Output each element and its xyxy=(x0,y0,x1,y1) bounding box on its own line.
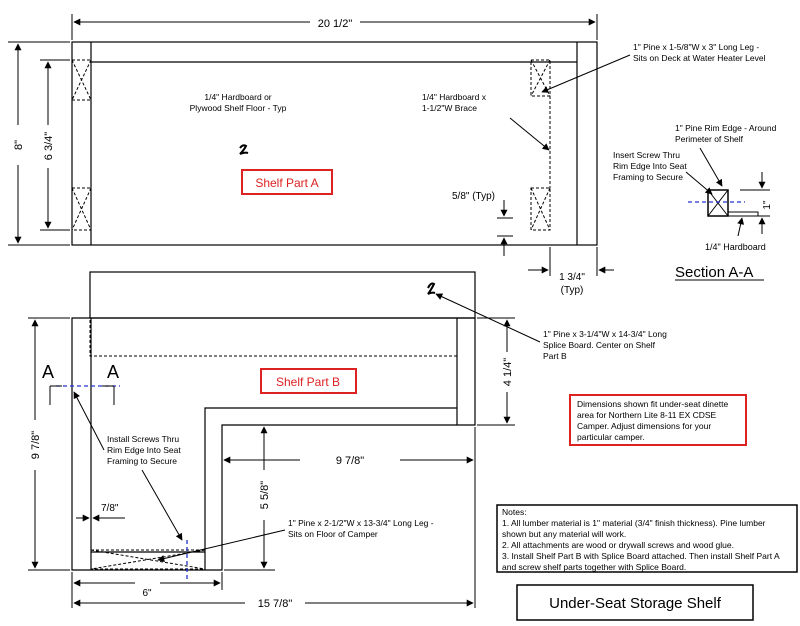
notes-text: Notes: 1. All lumber material is 1" mate… xyxy=(502,507,780,572)
svg-text:1" Pine x 1-5/8"W x 3" Long Le: 1" Pine x 1-5/8"W x 3" Long Leg - xyxy=(633,42,759,52)
section-marker: A A xyxy=(42,362,120,405)
part-b-screw-note: Install Screws Thru Rim Edge Into Seat F… xyxy=(107,434,181,466)
svg-text:Plywood Shelf Floor - Typ: Plywood Shelf Floor - Typ xyxy=(190,103,287,113)
svg-text:Sits on Floor of Camper: Sits on Floor of Camper xyxy=(288,529,378,539)
svg-text:particular camper.: particular camper. xyxy=(577,432,645,442)
leg-leader xyxy=(541,54,631,93)
screw-leader xyxy=(73,391,105,451)
part-a-rim-dim: 1 3/4" xyxy=(559,272,585,283)
part-b-upper-label: 4 1/4" xyxy=(502,358,514,386)
svg-text:Notes:: Notes: xyxy=(502,507,527,517)
svg-text:area for Northern Lite 8-11 EX: area for Northern Lite 8-11 EX CDSE xyxy=(577,410,717,420)
svg-text:1" Pine Rim Edge - Around: 1" Pine Rim Edge - Around xyxy=(675,123,777,133)
svg-text:and screw shelf parts together: and screw shelf parts together with Spli… xyxy=(502,562,686,572)
part-a-leg-note: 1" Pine x 1-5/8"W x 3" Long Leg - Sits o… xyxy=(633,42,766,63)
squiggle-mark xyxy=(239,144,249,155)
drawing-title: Under-Seat Storage Shelf xyxy=(549,595,722,612)
svg-text:Dimensions shown fit under-sea: Dimensions shown fit under-seat dinette xyxy=(577,399,728,409)
part-b-rim-label: 7/8" xyxy=(101,503,119,514)
part-a-width-label: 20 1/2" xyxy=(318,18,353,30)
part-b-outline xyxy=(71,317,476,571)
svg-text:1": 1" xyxy=(762,200,773,210)
svg-text:1" Pine x 3-1/4"W x 14-3/4" Lo: 1" Pine x 3-1/4"W x 14-3/4" Long xyxy=(543,329,667,339)
svg-text:shown but any material will wo: shown but any material will work. xyxy=(502,529,626,539)
info-box-text: Dimensions shown fit under-seat dinette … xyxy=(577,399,728,442)
svg-text:3. Install Shelf Part B with: 3. Install Shelf Part B with Splice Boar… xyxy=(502,551,780,561)
part-b-inner-width-label: 9 7/8" xyxy=(336,455,364,467)
squiggle-mark-b xyxy=(427,282,436,295)
svg-text:A: A xyxy=(42,362,54,382)
shelf-part-b xyxy=(71,271,476,571)
part-a-inner-height-label: 6 3/4" xyxy=(43,132,55,160)
svg-text:Perimeter of Shelf: Perimeter of Shelf xyxy=(675,134,744,144)
svg-text:1-1/2"W Brace: 1-1/2"W Brace xyxy=(422,103,477,113)
svg-text:1" Pine x 2-1/2"W x 13-3/4" Lo: 1" Pine x 2-1/2"W x 13-3/4" Long Leg - xyxy=(288,518,434,528)
part-a-brace-note: 1/4" Hardboard x 1-1/2"W Brace xyxy=(422,92,487,113)
svg-text:1. All lumber material is 1": 1. All lumber material is 1" material (3… xyxy=(502,518,766,528)
section-title: Section A-A xyxy=(675,264,753,281)
part-b-leg-width-label: 6" xyxy=(142,588,152,599)
part-a-legs xyxy=(71,59,551,231)
shelf-part-a xyxy=(71,41,598,246)
part-a-label-box xyxy=(241,169,333,195)
svg-text:Part B: Part B xyxy=(543,351,567,361)
part-a-typ-dim: 5/8" (Typ) xyxy=(452,191,495,202)
part-b-leg-height-label: 5 5/8" xyxy=(259,481,271,509)
splice-board xyxy=(89,271,476,319)
part-b-label-box xyxy=(260,368,357,394)
svg-text:Camper. Adjust dimensions for: Camper. Adjust dimensions for your xyxy=(577,421,711,431)
part-a-floor-note: 1/4" Hardboard or Plywood Shelf Floor - … xyxy=(190,92,287,113)
svg-text:Framing to Secure: Framing to Secure xyxy=(613,172,683,182)
part-a-dimensions xyxy=(8,14,614,276)
splice-note: 1" Pine x 3-1/4"W x 14-3/4" Long Splice … xyxy=(543,329,667,361)
svg-text:1/4" Hardboard or: 1/4" Hardboard or xyxy=(204,92,271,102)
section-hardboard-label: 1/4" Hardboard xyxy=(705,242,766,252)
part-b-overall-width-label: 15 7/8" xyxy=(258,598,293,610)
part-b-leg-note: 1" Pine x 2-1/2"W x 13-3/4" Long Leg - S… xyxy=(288,518,434,539)
brace-leader xyxy=(509,117,550,151)
svg-text:Rim Edge Into Seat: Rim Edge Into Seat xyxy=(107,445,181,455)
svg-text:A: A xyxy=(107,362,119,382)
section-a-a: 1" Pine Rim Edge - Around Perimeter of S… xyxy=(613,123,777,281)
part-b-dimensions xyxy=(28,317,515,608)
notes-box xyxy=(496,504,798,573)
part-a-label: Shelf Part A xyxy=(255,176,318,190)
svg-text:1/4" Hardboard x: 1/4" Hardboard x xyxy=(422,92,487,102)
svg-text:Splice Board. Center on Shelf: Splice Board. Center on Shelf xyxy=(543,340,656,350)
part-a-outline xyxy=(71,41,598,246)
part-b-label: Shelf Part B xyxy=(276,375,340,389)
svg-text:Insert Screw Thru: Insert Screw Thru xyxy=(613,150,680,160)
svg-text:Install Screws Thru: Install Screws Thru xyxy=(107,434,179,444)
info-box xyxy=(569,394,747,446)
svg-text:Rim Edge Into Seat: Rim Edge Into Seat xyxy=(613,161,687,171)
part-b-height-label: 9 7/8" xyxy=(30,431,42,459)
part-a-height-label: 8" xyxy=(13,140,25,150)
svg-text:Sits on Deck at Water Heater L: Sits on Deck at Water Heater Level xyxy=(633,53,766,63)
svg-text:2. All attachments are wood o: 2. All attachments are wood or drywall s… xyxy=(502,540,734,550)
title-box xyxy=(516,584,754,621)
part-a-rim-dim-typ: (Typ) xyxy=(561,285,584,296)
svg-text:Framing to Secure: Framing to Secure xyxy=(107,456,177,466)
